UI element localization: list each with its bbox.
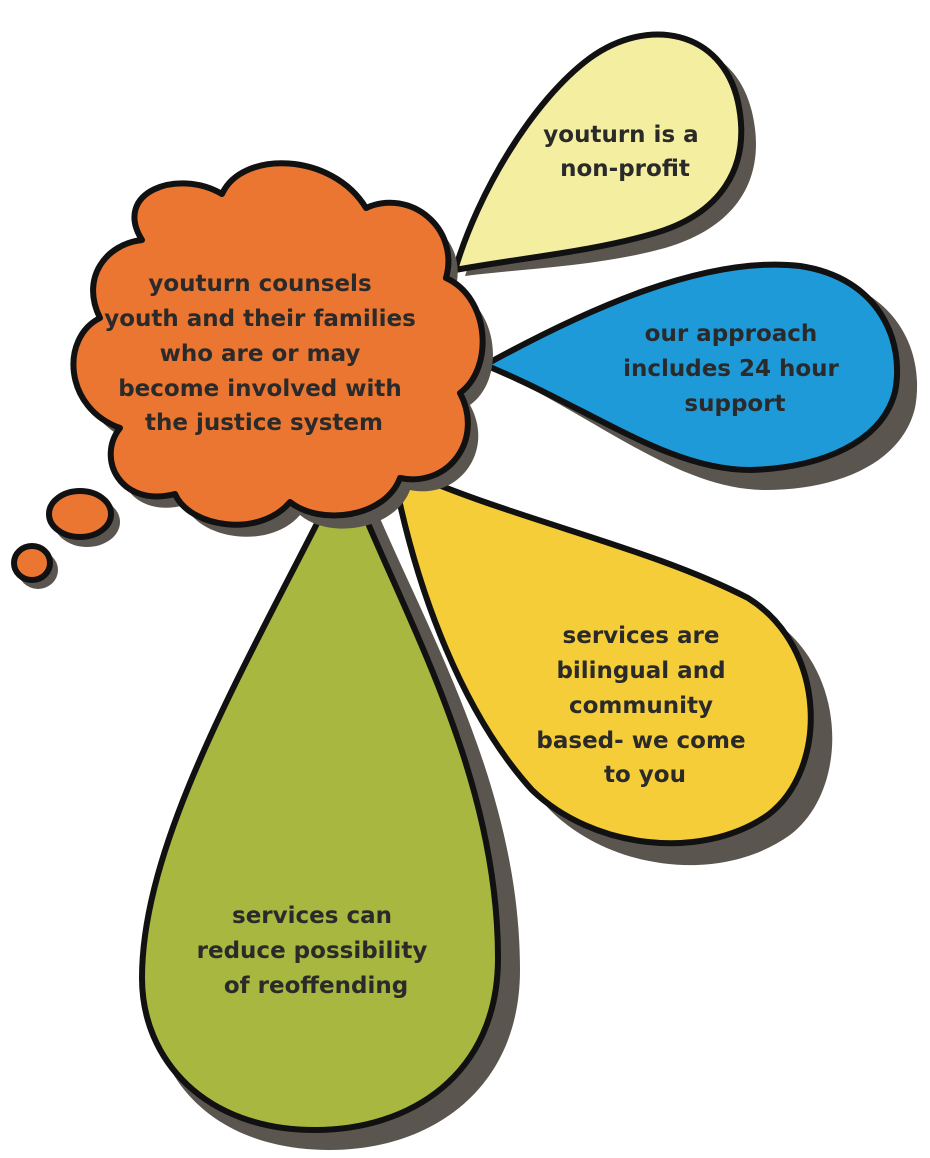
reoffending-line-2: reduce possibility [197, 938, 428, 964]
reoffending-line-3: of reoffending [224, 973, 408, 999]
services-bubble-text: services are bilingual and community bas… [536, 623, 753, 788]
approach-line-1: our approach [645, 321, 818, 347]
services-line-5: to you [604, 762, 686, 788]
services-line-1: services are [563, 623, 720, 649]
thought-dot-small [11, 543, 53, 583]
approach-bubble-text: our approach includes 24 hour support [623, 321, 847, 417]
services-bubble: services are bilingual and community bas… [389, 462, 833, 866]
thought-dots [11, 488, 120, 589]
reoffending-bubble-text: services can reduce possibility of reoff… [197, 903, 436, 999]
nonprofit-line-1: youturn is a [543, 122, 698, 148]
nonprofit-bubble-text: youturn is a non-profit [543, 122, 706, 182]
counsel-cloud: youturn counsels youth and their familie… [70, 160, 493, 537]
services-line-3: community [569, 693, 713, 719]
nonprofit-bubble-shape [452, 31, 745, 273]
cloud-line-1: youturn counsels [148, 271, 371, 297]
services-bubble-shape [389, 462, 814, 847]
reoffending-line-1: services can [232, 903, 392, 929]
thought-dot-large [46, 488, 114, 540]
counsel-cloud-shape [70, 160, 486, 528]
cloud-line-4: become involved with [118, 376, 402, 402]
reoffending-bubble-shape [139, 465, 501, 1133]
cloud-line-3: who are or may [160, 341, 361, 367]
counsel-cloud-text: youturn counsels youth and their familie… [104, 271, 424, 436]
approach-line-2: includes 24 hour [623, 356, 839, 382]
cloud-line-2: youth and their families [104, 306, 416, 332]
cloud-line-5: the justice system [145, 410, 383, 436]
services-line-2: bilingual and [556, 658, 725, 684]
reoffending-bubble: services can reduce possibility of reoff… [139, 465, 520, 1150]
approach-bubble-shape [482, 261, 901, 473]
nonprofit-bubble: youturn is a non-profit [452, 31, 756, 276]
approach-bubble: our approach includes 24 hour support [482, 261, 918, 490]
approach-line-3: support [684, 391, 785, 417]
services-line-4: based- we come [536, 728, 745, 754]
nonprofit-line-2: non-profit [560, 156, 690, 182]
